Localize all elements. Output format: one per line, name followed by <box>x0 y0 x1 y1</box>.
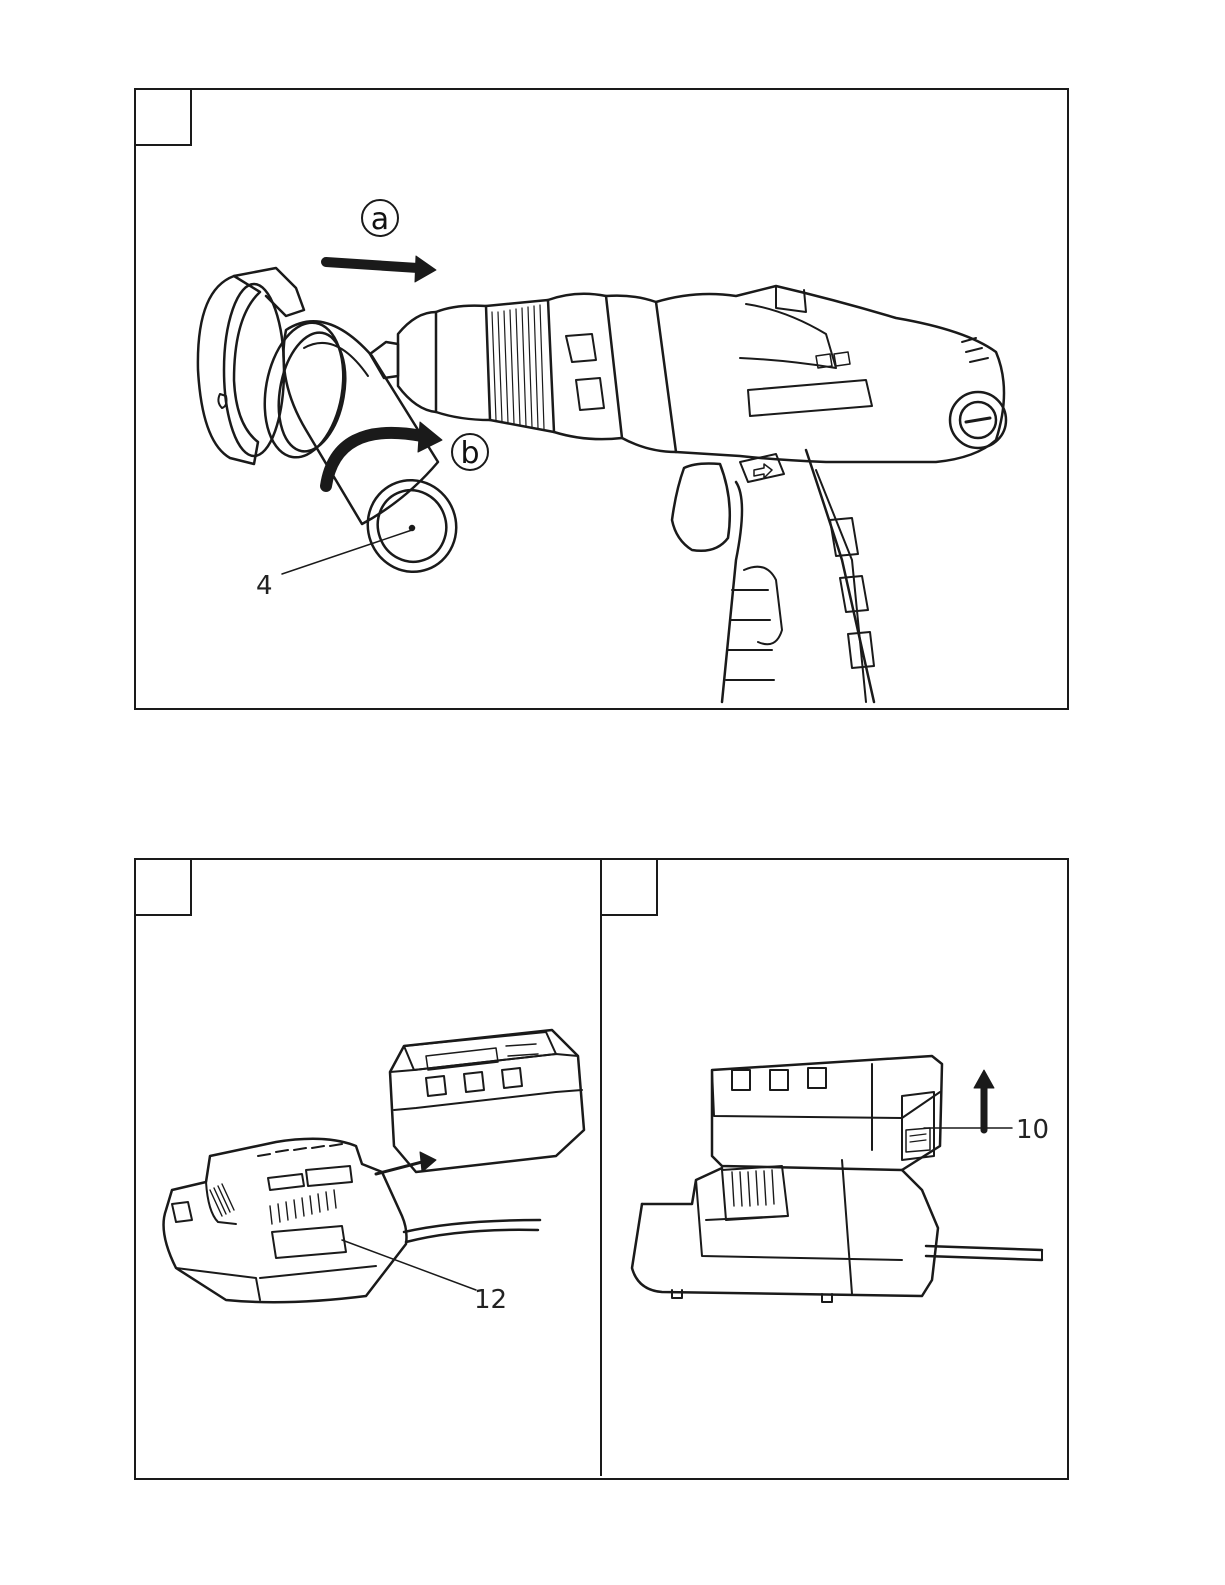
callout-12-leader <box>342 1240 476 1290</box>
figure-2-3-panel: 12 <box>134 858 1069 1480</box>
battery-pack <box>712 1056 942 1170</box>
figure-3-illustration: 10 <box>602 860 1070 1482</box>
side-handle <box>198 268 469 584</box>
callout-10: 10 <box>1016 1115 1049 1145</box>
callout-4: 4 <box>256 571 273 601</box>
battery-pack <box>390 1030 584 1172</box>
figure-1-illustration: a <box>136 90 1071 712</box>
svg-text:b: b <box>460 436 479 471</box>
callout-12: 12 <box>474 1285 507 1315</box>
insert-arrow-icon <box>326 256 436 282</box>
figure-2-illustration: 12 <box>136 860 598 1482</box>
charger <box>632 1160 1042 1302</box>
release-arrow-icon <box>974 1070 994 1130</box>
step-a-marker: a <box>362 200 398 237</box>
svg-text:a: a <box>371 202 389 237</box>
drill-body <box>656 286 1006 702</box>
figure-1-panel: a <box>134 88 1069 710</box>
step-b-marker: b <box>452 434 488 471</box>
